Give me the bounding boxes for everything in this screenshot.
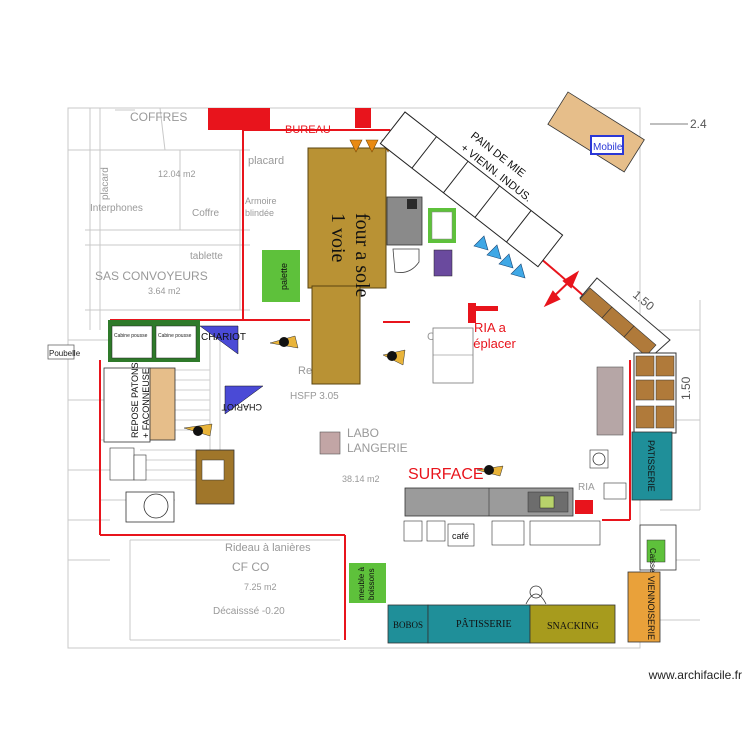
label-labo: LABO	[347, 426, 379, 440]
red-door-block	[208, 108, 270, 130]
panel-center	[432, 327, 474, 384]
counter-patisserie	[427, 604, 531, 644]
small-panel	[603, 482, 627, 500]
four-label-2: 1 voie	[327, 213, 349, 263]
ria-block	[468, 303, 476, 323]
label-mobile: Mobile	[593, 142, 623, 153]
four-label-1: four a sole	[351, 213, 373, 298]
viennoiserie-label: VIENNOISERIE	[646, 576, 656, 640]
ria-label-2: déplacer	[466, 336, 517, 351]
ria-right-block	[575, 500, 593, 514]
counter-bobos-label: BOBOS	[393, 620, 423, 630]
chariot-top-label: CHARIOT	[201, 332, 246, 343]
label-placard-top: placard	[248, 155, 284, 167]
label-blindee: blindée	[245, 208, 274, 218]
label-coffres: COFFRES	[130, 110, 187, 124]
counter-patisserie-label: PÂTISSERIE	[456, 618, 512, 630]
counter-bobos	[387, 604, 429, 644]
label-poubelle: Poubelle	[49, 349, 81, 358]
caisse-screen	[646, 539, 666, 563]
meuble-label-1: meuble à	[357, 567, 366, 600]
repose-label-1: REPOSE PATONS	[130, 362, 140, 438]
mobile-box	[590, 135, 624, 155]
person-icon-body	[525, 593, 547, 605]
cabine-pousse-2	[155, 325, 197, 359]
label-surface: SURFACE	[408, 466, 484, 483]
faconneuse	[149, 367, 176, 441]
palette	[262, 250, 300, 302]
meuble-label-2: boissons	[367, 568, 376, 600]
front-unit-4	[529, 520, 601, 546]
chariot-top	[199, 325, 239, 355]
chariot-mid-label: CHARIOT	[221, 402, 262, 412]
top-right-rack	[547, 91, 645, 173]
label-coffre: Coffre	[192, 208, 219, 219]
label-palette: palette	[279, 263, 289, 290]
label-bureau: BUREAU	[285, 124, 331, 136]
grey-vertical-cabinet	[596, 366, 624, 436]
label-re: Re	[298, 365, 312, 377]
red-arrow	[543, 270, 580, 308]
green-screen	[539, 495, 555, 509]
label-armoire: Armoire	[245, 196, 277, 206]
front-unit-1	[403, 520, 423, 542]
dim-150-right: 1.50	[679, 376, 693, 400]
label-area-364: 3.64 m2	[148, 286, 181, 296]
right-shelving	[579, 277, 677, 434]
meuble-boissons	[349, 563, 386, 603]
label-hsfp: HSFP 3.05	[290, 391, 339, 402]
cafe-unit	[447, 523, 475, 547]
stools	[183, 335, 504, 477]
dim-24: 2.4	[690, 117, 707, 131]
small-unit-1	[109, 447, 135, 481]
grey-cabinet-knob	[407, 199, 417, 209]
credit-watermark: www.archifacile.fr	[648, 668, 742, 682]
small-pink-unit	[319, 431, 341, 455]
front-unit-3	[491, 520, 525, 546]
repose-patons	[103, 367, 151, 443]
door-swing	[392, 248, 420, 273]
label-decaisse: Décaisssé -0.20	[213, 606, 285, 617]
label-area-12: 12.04 m2	[158, 169, 196, 179]
label-placard-left: placard	[100, 167, 111, 200]
patisserie-right	[631, 431, 673, 501]
label-sas: SAS CONVOYEURS	[95, 269, 208, 283]
label-cafe: café	[452, 531, 469, 541]
front-unit-2	[426, 520, 446, 542]
label-rideau: Rideau à lanières	[225, 542, 311, 554]
chariot-mid	[224, 385, 264, 415]
label-langerie: LANGERIE	[347, 441, 408, 455]
label-area-3814: 38.14 m2	[342, 474, 380, 484]
brown-table-panel	[201, 459, 225, 481]
label-area-725: 7.25 m2	[244, 582, 277, 592]
cabine-label-2: Cabine pousse	[158, 333, 192, 339]
poubelle-box	[47, 344, 75, 360]
cabine-pousse-1	[111, 325, 153, 359]
sink-bowl	[143, 493, 169, 519]
green-cabinet-inner	[431, 211, 453, 240]
purple-unit	[433, 249, 453, 277]
counter-snacking-label: SNACKING	[547, 621, 599, 632]
patisserie-right-label: PATISSERIE	[646, 440, 656, 492]
ria-bar	[476, 306, 498, 311]
small-unit-2	[133, 454, 147, 481]
four-extension	[311, 285, 361, 385]
label-interphones: Interphones	[90, 203, 143, 214]
blue-triangles	[473, 235, 526, 279]
repose-label-2: + FACONNEUSE	[141, 368, 151, 438]
counter-snacking	[529, 604, 616, 644]
ria-label-1: RIA a	[474, 320, 507, 335]
label-c: C	[427, 331, 435, 343]
four-a-sole	[307, 147, 387, 289]
red-door-block-2	[355, 108, 371, 128]
small-equip-dial	[592, 452, 606, 466]
label-tablette: tablette	[190, 251, 223, 262]
label-ria-right: RIA	[578, 482, 595, 493]
label-cfco: CF CO	[232, 560, 269, 574]
viennoiserie	[627, 571, 661, 643]
pain-de-mie-rack	[379, 111, 564, 268]
cabine-label-1: Cabine pousse	[114, 333, 148, 339]
caisse-label: Caisse	[648, 548, 657, 573]
